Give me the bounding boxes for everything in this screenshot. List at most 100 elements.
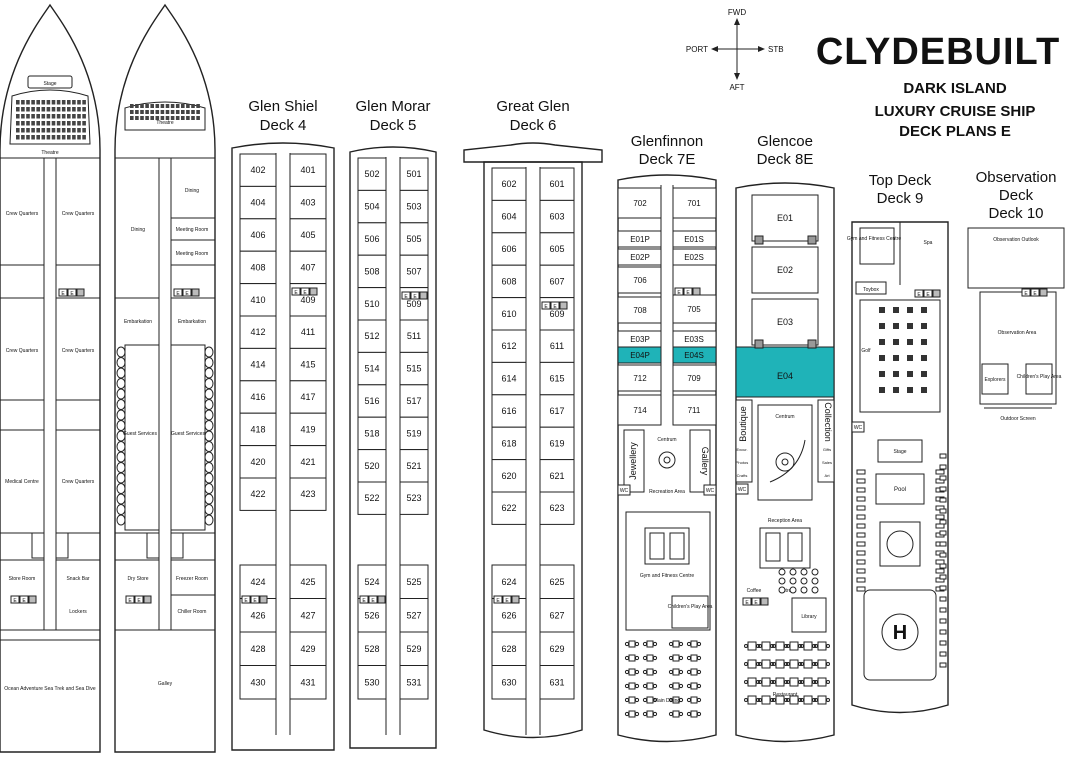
cabin-423[interactable]: 423 bbox=[300, 489, 315, 499]
cabin-620[interactable]: 620 bbox=[501, 471, 516, 481]
cabin-629[interactable]: 629 bbox=[549, 644, 564, 654]
cabin-524[interactable]: 524 bbox=[364, 577, 379, 587]
cabin-626[interactable]: 626 bbox=[501, 610, 516, 620]
cabin-509[interactable]: 509 bbox=[406, 299, 421, 309]
cabin-527[interactable]: 527 bbox=[406, 610, 421, 620]
cabin-522[interactable]: 522 bbox=[364, 493, 379, 503]
cabin-401[interactable]: 401 bbox=[300, 165, 315, 175]
cabin-714[interactable]: 714 bbox=[633, 406, 647, 415]
cabin-412[interactable]: 412 bbox=[250, 327, 265, 337]
cabin-501[interactable]: 501 bbox=[406, 169, 421, 179]
cabin-601[interactable]: 601 bbox=[549, 179, 564, 189]
cabin-712[interactable]: 712 bbox=[633, 374, 647, 383]
cabin-621[interactable]: 621 bbox=[549, 471, 564, 481]
cabin-514[interactable]: 514 bbox=[364, 364, 379, 374]
cabin-516[interactable]: 516 bbox=[364, 396, 379, 406]
cabin-702[interactable]: 702 bbox=[633, 199, 647, 208]
cabin-e04s[interactable]: E04S bbox=[684, 351, 704, 360]
cabin-520[interactable]: 520 bbox=[364, 461, 379, 471]
cabin-709[interactable]: 709 bbox=[687, 374, 701, 383]
suite-e03[interactable]: E03 bbox=[777, 317, 793, 327]
cabin-e03p[interactable]: E03P bbox=[630, 335, 650, 344]
cabin-407[interactable]: 407 bbox=[300, 262, 315, 272]
cabin-430[interactable]: 430 bbox=[250, 677, 265, 687]
cabin-507[interactable]: 507 bbox=[406, 266, 421, 276]
cabin-417[interactable]: 417 bbox=[300, 392, 315, 402]
cabin-628[interactable]: 628 bbox=[501, 644, 516, 654]
cabin-617[interactable]: 617 bbox=[549, 406, 564, 416]
cabin-416[interactable]: 416 bbox=[250, 392, 265, 402]
cabin-518[interactable]: 518 bbox=[364, 428, 379, 438]
cabin-515[interactable]: 515 bbox=[406, 364, 421, 374]
cabin-506[interactable]: 506 bbox=[364, 234, 379, 244]
cabin-508[interactable]: 508 bbox=[364, 266, 379, 276]
cabin-631[interactable]: 631 bbox=[549, 677, 564, 687]
cabin-623[interactable]: 623 bbox=[549, 503, 564, 513]
cabin-614[interactable]: 614 bbox=[501, 374, 516, 384]
cabin-603[interactable]: 603 bbox=[549, 212, 564, 222]
cabin-627[interactable]: 627 bbox=[549, 610, 564, 620]
suite-e04-highlight[interactable] bbox=[735, 346, 835, 398]
cabin-505[interactable]: 505 bbox=[406, 234, 421, 244]
cabin-411[interactable]: 411 bbox=[301, 327, 315, 337]
cabin-e02s[interactable]: E02S bbox=[684, 253, 704, 262]
cabin-517[interactable]: 517 bbox=[406, 396, 421, 406]
cabin-404[interactable]: 404 bbox=[250, 198, 265, 208]
cabin-530[interactable]: 530 bbox=[364, 677, 379, 687]
cabin-504[interactable]: 504 bbox=[364, 202, 379, 212]
cabin-618[interactable]: 618 bbox=[501, 438, 516, 448]
cabin-e01p[interactable]: E01P bbox=[630, 235, 650, 244]
cabin-511[interactable]: 511 bbox=[407, 331, 421, 341]
cabin-422[interactable]: 422 bbox=[250, 489, 265, 499]
cabin-402[interactable]: 402 bbox=[250, 165, 265, 175]
cabin-525[interactable]: 525 bbox=[406, 577, 421, 587]
cabin-705[interactable]: 705 bbox=[687, 305, 701, 314]
cabin-426[interactable]: 426 bbox=[250, 610, 265, 620]
cabin-512[interactable]: 512 bbox=[364, 331, 379, 341]
cabin-424[interactable]: 424 bbox=[250, 577, 265, 587]
cabin-630[interactable]: 630 bbox=[501, 677, 516, 687]
cabin-427[interactable]: 427 bbox=[300, 610, 315, 620]
cabin-403[interactable]: 403 bbox=[300, 198, 315, 208]
cabin-406[interactable]: 406 bbox=[250, 230, 265, 240]
cabin-409[interactable]: 409 bbox=[300, 295, 315, 305]
cabin-606[interactable]: 606 bbox=[501, 244, 516, 254]
cabin-e02p[interactable]: E02P bbox=[630, 253, 650, 262]
cabin-419[interactable]: 419 bbox=[300, 424, 315, 434]
cabin-405[interactable]: 405 bbox=[300, 230, 315, 240]
cabin-428[interactable]: 428 bbox=[250, 644, 265, 654]
cabin-602[interactable]: 602 bbox=[501, 179, 516, 189]
cabin-622[interactable]: 622 bbox=[501, 503, 516, 513]
cabin-e03s[interactable]: E03S bbox=[684, 335, 704, 344]
cabin-410[interactable]: 410 bbox=[250, 295, 265, 305]
cabin-510[interactable]: 510 bbox=[364, 299, 379, 309]
cabin-421[interactable]: 421 bbox=[300, 457, 315, 467]
cabin-414[interactable]: 414 bbox=[250, 360, 265, 370]
cabin-609[interactable]: 609 bbox=[549, 309, 564, 319]
cabin-701[interactable]: 701 bbox=[687, 199, 701, 208]
cabin-528[interactable]: 528 bbox=[364, 644, 379, 654]
cabin-711[interactable]: 711 bbox=[688, 406, 701, 415]
cabin-503[interactable]: 503 bbox=[406, 202, 421, 212]
cabin-625[interactable]: 625 bbox=[549, 577, 564, 587]
cabin-615[interactable]: 615 bbox=[549, 374, 564, 384]
suite-e01[interactable]: E01 bbox=[777, 213, 793, 223]
cabin-e04p[interactable]: E04P bbox=[630, 351, 650, 360]
cabin-529[interactable]: 529 bbox=[406, 644, 421, 654]
cabin-619[interactable]: 619 bbox=[549, 438, 564, 448]
cabin-521[interactable]: 521 bbox=[406, 461, 421, 471]
cabin-607[interactable]: 607 bbox=[549, 276, 564, 286]
cabin-611[interactable]: 611 bbox=[550, 341, 564, 351]
cabin-610[interactable]: 610 bbox=[501, 309, 516, 319]
cabin-531[interactable]: 531 bbox=[406, 677, 421, 687]
cabin-429[interactable]: 429 bbox=[300, 644, 315, 654]
cabin-526[interactable]: 526 bbox=[364, 610, 379, 620]
cabin-612[interactable]: 612 bbox=[501, 341, 516, 351]
suite-e04[interactable]: E04 bbox=[777, 371, 793, 381]
cabin-616[interactable]: 616 bbox=[501, 406, 516, 416]
cabin-420[interactable]: 420 bbox=[250, 457, 265, 467]
cabin-608[interactable]: 608 bbox=[501, 276, 516, 286]
cabin-431[interactable]: 431 bbox=[300, 677, 315, 687]
cabin-425[interactable]: 425 bbox=[300, 577, 315, 587]
cabin-415[interactable]: 415 bbox=[300, 360, 315, 370]
